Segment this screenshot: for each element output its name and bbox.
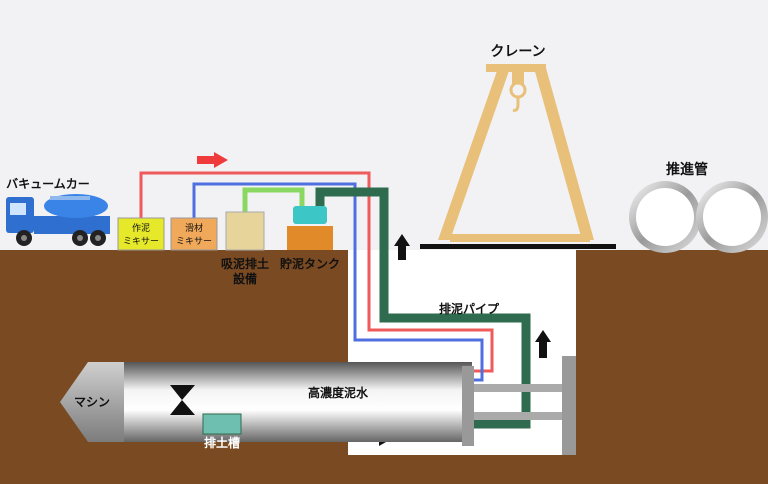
mud-tank-top [293, 206, 327, 224]
mixer-mud [117, 217, 165, 251]
red-line [124, 171, 494, 373]
soil-tank [202, 413, 242, 435]
cutter-2 [170, 400, 195, 415]
vacuum-car-label: バキュームカー [6, 177, 90, 191]
stacked-pipes [629, 181, 768, 253]
mixer-mud-label-2: ミキサー [123, 236, 159, 247]
blue-line [192, 182, 484, 382]
cutter [170, 385, 195, 400]
soil-tank-label: 排土槽 [204, 435, 240, 450]
crane [420, 64, 616, 249]
high-density-mud-label: 高濃度泥水 [308, 385, 369, 400]
mud-suction-label-2: 設備 [233, 271, 257, 286]
jack-bar-1 [474, 384, 564, 392]
vacuum-car [6, 194, 110, 246]
dark-green-pipe [235, 187, 531, 429]
black-arrow-up-2 [535, 330, 551, 358]
red-arrow-top [197, 152, 228, 168]
mud-suction-label-1: 吸泥排土 [221, 256, 269, 271]
discharge-pipe-label: 排泥パイプ [439, 301, 500, 316]
crane-label: クレーン [490, 44, 545, 60]
pipe-label: 推進管 [666, 161, 708, 178]
green-line [242, 187, 305, 212]
machine-label: マシン [74, 395, 110, 409]
mixer-lubricant-label-2: ミキサー [176, 236, 212, 247]
mixer-lubricant [170, 217, 218, 251]
pipe-joint [462, 366, 474, 446]
jack-wall [562, 356, 576, 455]
machine-nose [60, 362, 124, 442]
mud-suction-equipment [225, 211, 265, 251]
mixer-mud-label-1: 作泥 [132, 222, 150, 234]
mud-tank-label: 貯泥タンク [280, 256, 340, 271]
mixer-lubricant-label-1: 滑材 [185, 222, 203, 234]
jack-bar-2 [474, 412, 564, 420]
black-arrow-up-1 [394, 234, 410, 260]
mud-tank [287, 226, 333, 250]
tunnel-pipe [122, 362, 472, 442]
